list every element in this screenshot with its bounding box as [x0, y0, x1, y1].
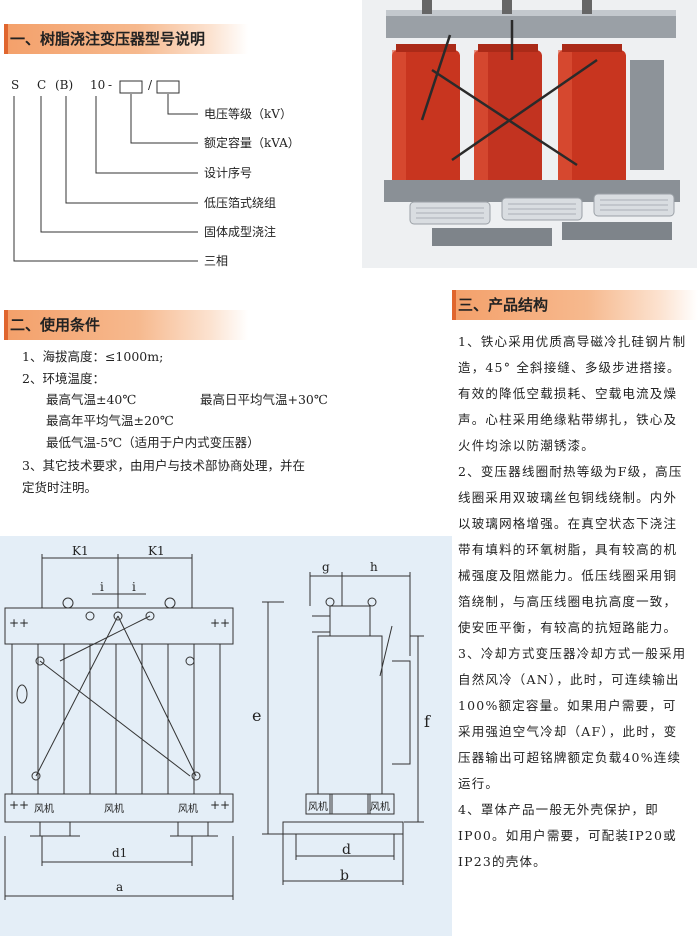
dim-g: g	[322, 560, 330, 574]
condition-other-cont: 定货时注明。	[22, 480, 98, 495]
plus-mark-left: ++	[9, 616, 30, 630]
dim-a: a	[116, 880, 124, 894]
condition-max-daily-avg: 最高日平均气温+30℃	[200, 392, 328, 407]
label-design-serial: 设计序号	[204, 166, 253, 180]
label-cast-resin: 固体成型浇注	[204, 225, 277, 239]
condition-max-yearly-avg: 最高年平均气温±20℃	[46, 413, 174, 428]
fan-label-2: 风机	[104, 804, 124, 815]
model-code-diagram: S C (B) 10 - / 电压等级（kV） 额定容量（kVA） 设计序号 低…	[0, 70, 360, 280]
label-voltage: 电压等级（kV）	[204, 107, 292, 121]
structure-para-core: 1、铁心采用优质高导磁冷扎硅钢片制造，45° 全斜接缝、多级步进搭接。有效的降低…	[458, 334, 687, 453]
condition-max-temp: 最高气温±40℃	[46, 392, 137, 407]
label-foil-winding: 低压箔式绕组	[204, 196, 277, 210]
plus-mark-right: ++	[210, 616, 231, 630]
dim-b: b	[340, 868, 349, 884]
transformer-photo	[362, 0, 697, 268]
header-accent-bar	[452, 290, 456, 320]
dim-d: d	[342, 842, 351, 858]
condition-min-temp: 最低气温-5℃（适用于户内式变压器）	[46, 435, 260, 450]
plus-mark-bottom-right: ++	[210, 798, 231, 812]
section1-header: 一、树脂浇注变压器型号说明	[4, 24, 248, 54]
structure-para-enclosure: 4、罩体产品一般无外壳保护，即IP00。如用户需要，可配装IP20或IP23的壳…	[458, 802, 677, 869]
header-accent-bar	[4, 24, 8, 54]
dim-i-left: i	[100, 580, 104, 594]
dim-k1-left: K1	[72, 544, 89, 558]
code-dash: -	[108, 78, 113, 92]
fan-label-side-2: 风机	[370, 802, 390, 813]
structure-para-cooling: 3、冷却方式变压器冷却方式一般采用自然风冷（AN），此时，可连续输出100%额定…	[458, 646, 687, 791]
label-capacity: 额定容量（kVA）	[204, 136, 300, 150]
code-slash: /	[148, 78, 153, 92]
section3-title: 三、产品结构	[458, 296, 549, 314]
fan-label-3: 风机	[178, 804, 198, 815]
condition-altitude: 1、海拔高度：≤1000m;	[22, 349, 164, 364]
drawing-lines	[4, 554, 424, 900]
structure-para-coil: 2、变压器线圈耐热等级为F级，高压线圈采用双玻璃丝包铜线绕制。内外以玻璃网格增强…	[458, 464, 683, 635]
code-b: (B)	[55, 78, 74, 92]
code-s: S	[11, 78, 20, 92]
structure-text: 1、铁心采用优质高导磁冷扎硅钢片制造，45° 全斜接缝、多级步进搭接。有效的降低…	[458, 329, 688, 875]
section1-title: 一、树脂浇注变压器型号说明	[10, 30, 206, 48]
section2-title: 二、使用条件	[10, 316, 101, 334]
label-three-phase: 三相	[204, 254, 229, 268]
fan-label-side-1: 风机	[308, 802, 328, 813]
plus-mark-bottom-left: ++	[9, 798, 30, 812]
section3-header: 三、产品结构	[452, 290, 698, 320]
dim-d1: d1	[112, 846, 128, 860]
code-c: C	[37, 78, 47, 92]
dim-i-right: i	[132, 580, 136, 594]
condition-other: 3、其它技术要求，由用户与技术部协商处理，并在	[22, 458, 305, 473]
header-accent-bar	[4, 310, 8, 340]
dimension-drawing: K1 K1 i i ++ ++ ++ ++ 风机 风机 风机 风机 风机 d1 …	[0, 536, 452, 936]
dim-f: f	[424, 712, 430, 731]
code-bracket-lines	[13, 80, 198, 262]
fan-label-1: 风机	[34, 804, 54, 815]
condition-temperature: 2、环境温度：	[22, 371, 105, 386]
code-num: 10	[90, 78, 106, 92]
section2-header: 二、使用条件	[4, 310, 248, 340]
dim-h: h	[370, 560, 378, 574]
dim-e: e	[252, 706, 262, 725]
dim-k1-right: K1	[148, 544, 165, 558]
